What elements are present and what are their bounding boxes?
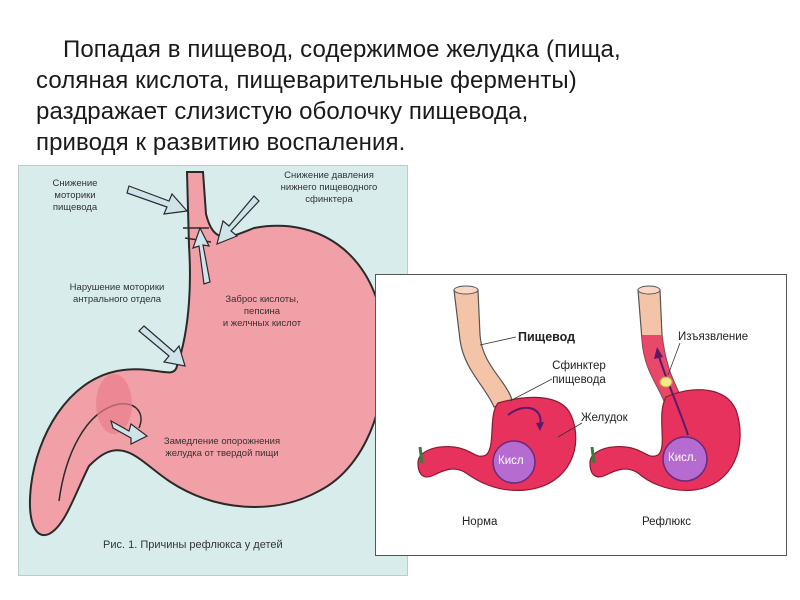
stomach-diagram [29, 171, 386, 537]
label-stomach: Желудок [581, 412, 628, 424]
label-sphincter: Сфинктер пищевода [544, 359, 614, 387]
comparison-diagram [417, 285, 741, 492]
label-esophagus: Пищевод [518, 330, 576, 344]
esophagus-normal [453, 289, 513, 408]
label-motility-3: пищевода [52, 202, 98, 213]
acid-normal [492, 440, 536, 484]
arrow-reflux-up [657, 352, 689, 436]
stomach-shape [29, 171, 386, 537]
cause-arrows [110, 185, 260, 445]
arrow-normal-head [536, 422, 544, 431]
stomach-normal [417, 396, 577, 492]
pylorus-normal [418, 446, 424, 464]
esophagus-reflux-top [637, 285, 661, 295]
reflux-causes-figure: Снижение моторики пищевода Снижение давл… [18, 165, 408, 576]
label-motility: Снижение моторики пищевода [25, 178, 125, 214]
ulcer-spot [659, 376, 673, 388]
arrow-normal [507, 406, 542, 426]
acid-reflux [662, 436, 708, 482]
leader-lines [479, 336, 681, 438]
label-sphincter-1: Сфинктер [552, 360, 606, 372]
pylorus-region [96, 374, 132, 434]
label-normal: Норма [462, 516, 498, 528]
label-antral-2: антрального отдела [72, 294, 162, 305]
arrow-pressure [216, 195, 260, 245]
arrow-reflux [192, 226, 211, 285]
stomach-reflux [589, 389, 741, 492]
paragraph-line-1: Попадая в пищевод, содержимое желудка (п… [63, 36, 621, 63]
label-motility-1: Снижение [52, 178, 98, 189]
pylorus-reflux [590, 446, 596, 464]
paragraph-line-4: приводя к развитию воспаления. [36, 129, 406, 156]
label-antral: Нарушение моторики антрального отдела [47, 282, 187, 306]
label-emptying: Замедление опорожнения желудка от твердо… [147, 436, 297, 460]
label-acid-reflux: Кисл. [668, 452, 697, 464]
label-reflux-2: пепсина [243, 306, 281, 317]
label-pressure-1: Снижение давления [284, 170, 374, 181]
arrow-emptying [110, 419, 149, 445]
label-acid-normal: Кисл [498, 455, 524, 467]
normal-vs-reflux-figure: Пищевод Сфинктер пищевода Желудок Изъязв… [375, 274, 787, 556]
arrow-motility [126, 185, 189, 215]
paragraph-line-2: соляная кислота, пищеварительные фермент… [36, 67, 577, 94]
label-motility-2: моторики [54, 190, 96, 201]
label-ulcer: Изъязвление [678, 331, 749, 343]
label-reflux: Рефлюкс [642, 516, 692, 528]
label-pressure: Снижение давления нижнего пищеводного сф… [259, 170, 399, 206]
label-sphincter-2: пищевода [552, 374, 606, 386]
label-pressure-2: нижнего пищеводного [280, 182, 378, 193]
label-reflux-1: Заброс кислоты, [225, 294, 299, 305]
arrow-reflux-head [654, 347, 663, 359]
label-emptying-1: Замедление опорожнения [163, 436, 281, 447]
label-antral-1: Нарушение моторики [69, 282, 165, 293]
label-reflux: Заброс кислоты, пепсина и желчных кислот [207, 294, 317, 330]
label-emptying-2: желудка от твердой пищи [165, 448, 279, 459]
paragraph-line-3: раздражает слизистую оболочку пищевода, [36, 98, 529, 125]
label-reflux-3: и желчных кислот [222, 318, 302, 329]
arrow-antral [138, 325, 186, 367]
label-pressure-3: сфинктера [305, 194, 353, 205]
slide-paragraph: Попадая в пищевод, содержимое желудка (п… [36, 34, 776, 158]
esophagus-normal-top [453, 285, 479, 295]
figure-caption: Рис. 1. Причины рефлюкса у детей [103, 539, 283, 551]
